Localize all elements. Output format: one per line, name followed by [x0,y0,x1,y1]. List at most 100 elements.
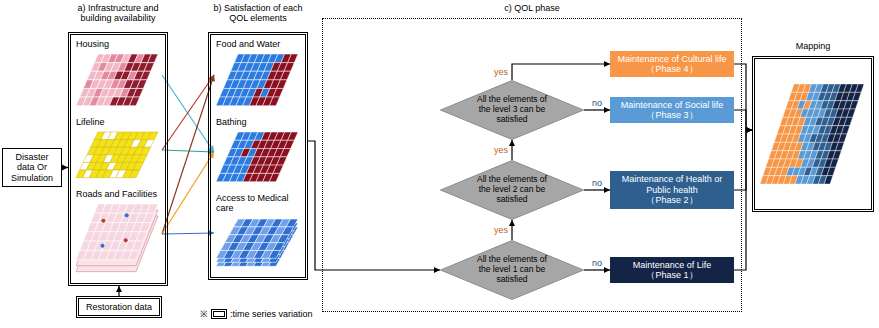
grid-cell [269,97,279,106]
phase-text: （Phase 1） [614,270,730,280]
grid-cell [140,223,151,232]
grid-cell [850,101,859,109]
edge-label: yes [493,225,509,235]
layer-map: Lifeline [74,116,162,184]
grid-cell [827,167,836,175]
element-map: Access to Medical care [214,192,302,274]
connector [734,127,752,270]
map-illustration [74,202,162,278]
connector [162,75,214,150]
node-label: c) QOL phase [322,2,742,14]
connector [162,230,214,236]
grid-cell [853,92,862,100]
grid-cell [833,151,842,159]
connector [162,75,214,152]
legend-swatch [211,309,227,319]
grid-cell [277,234,289,242]
grid-cell [284,63,294,72]
map-illustration [214,217,302,272]
grid [216,219,298,258]
connector-line [734,64,752,130]
phase-panel: c) QOL phaseMaintenance of Cultural life… [322,2,742,312]
grid [216,223,298,262]
grid-cell [148,132,158,140]
diamond-outline [441,241,584,300]
connector [308,141,440,273]
element-map: Bathing [214,116,302,188]
grid-cell [273,165,283,173]
grid-cell [824,176,833,184]
panel: a) Infrastructure and building availabil… [68,2,168,286]
grid-cell [286,219,298,227]
grid-cell [144,140,154,148]
map-illustration [74,52,162,110]
phase-text: （Phase 3） [614,110,730,120]
connector [512,61,610,80]
edge-label: no [591,98,603,108]
connector-line [308,141,440,270]
grid-cell [132,241,143,250]
map-illustration [214,130,302,186]
connector-line [162,233,214,234]
grid-cell [855,84,864,92]
phase-box: Maintenance of Social life（Phase 3） [610,97,734,124]
arrow-head [509,140,515,146]
grid-cell [129,170,139,178]
facility-dot [101,244,105,248]
node-label: Disaster data Or Simulation [6,152,58,183]
connector-line [162,75,214,150]
grid-cell [273,242,285,250]
connector-line [734,130,752,190]
grid-cell [140,148,150,156]
connector [509,140,515,160]
phase-text: Maintenance of Social life [614,100,730,110]
edge-label: no [591,178,603,188]
node-label: a) Infrastructure and building availabil… [68,2,168,25]
grid-cell [277,80,287,89]
grid [76,132,158,178]
result-map [752,64,874,204]
grid [216,132,298,182]
decision-diamond: All the elements of the level 3 can be s… [440,80,584,140]
connector-line [512,64,610,80]
edge-label: yes [493,145,509,155]
grid-cell [836,142,845,150]
grid-cell [143,214,154,223]
grid-cell [847,109,856,117]
phase-text: Maintenance of Cultural life [614,54,730,64]
arrow-head [116,286,122,292]
phase-text: Maintenance of Life [614,260,730,270]
grid-cell [140,72,150,81]
node-label: Housing [74,38,162,50]
connector-line [734,110,752,130]
grid-cell [133,89,143,98]
node-label: Mapping [752,40,874,52]
input-box: Disaster data Or Simulation [2,148,62,187]
facility-dot [124,239,128,243]
grid-cell [838,134,847,142]
grid-cell [136,232,147,241]
connector-line [162,152,214,234]
grid [76,204,158,260]
grid-cell [288,132,298,140]
connector [734,110,752,133]
connector-line [162,75,214,152]
facility-dot [101,219,105,223]
connector [734,127,752,190]
layer-map: Housing [74,38,162,112]
grid-cell [269,250,281,258]
legend-item: :time series variation [211,309,316,319]
node-label: Restoration data [82,302,156,312]
decision-text: All the elements of the level 3 can be s… [475,95,549,124]
grid-cell [137,155,147,163]
legend-text: :time series variation [230,309,313,319]
grid-cell [830,159,839,167]
decision-text: All the elements of the level 1 can be s… [475,255,549,284]
grid-cell [284,141,294,149]
grid-cell [148,54,158,63]
map-illustration [214,52,302,110]
facility-dot [125,213,129,217]
node-label: Food and Water [214,38,302,50]
grid [760,84,864,184]
